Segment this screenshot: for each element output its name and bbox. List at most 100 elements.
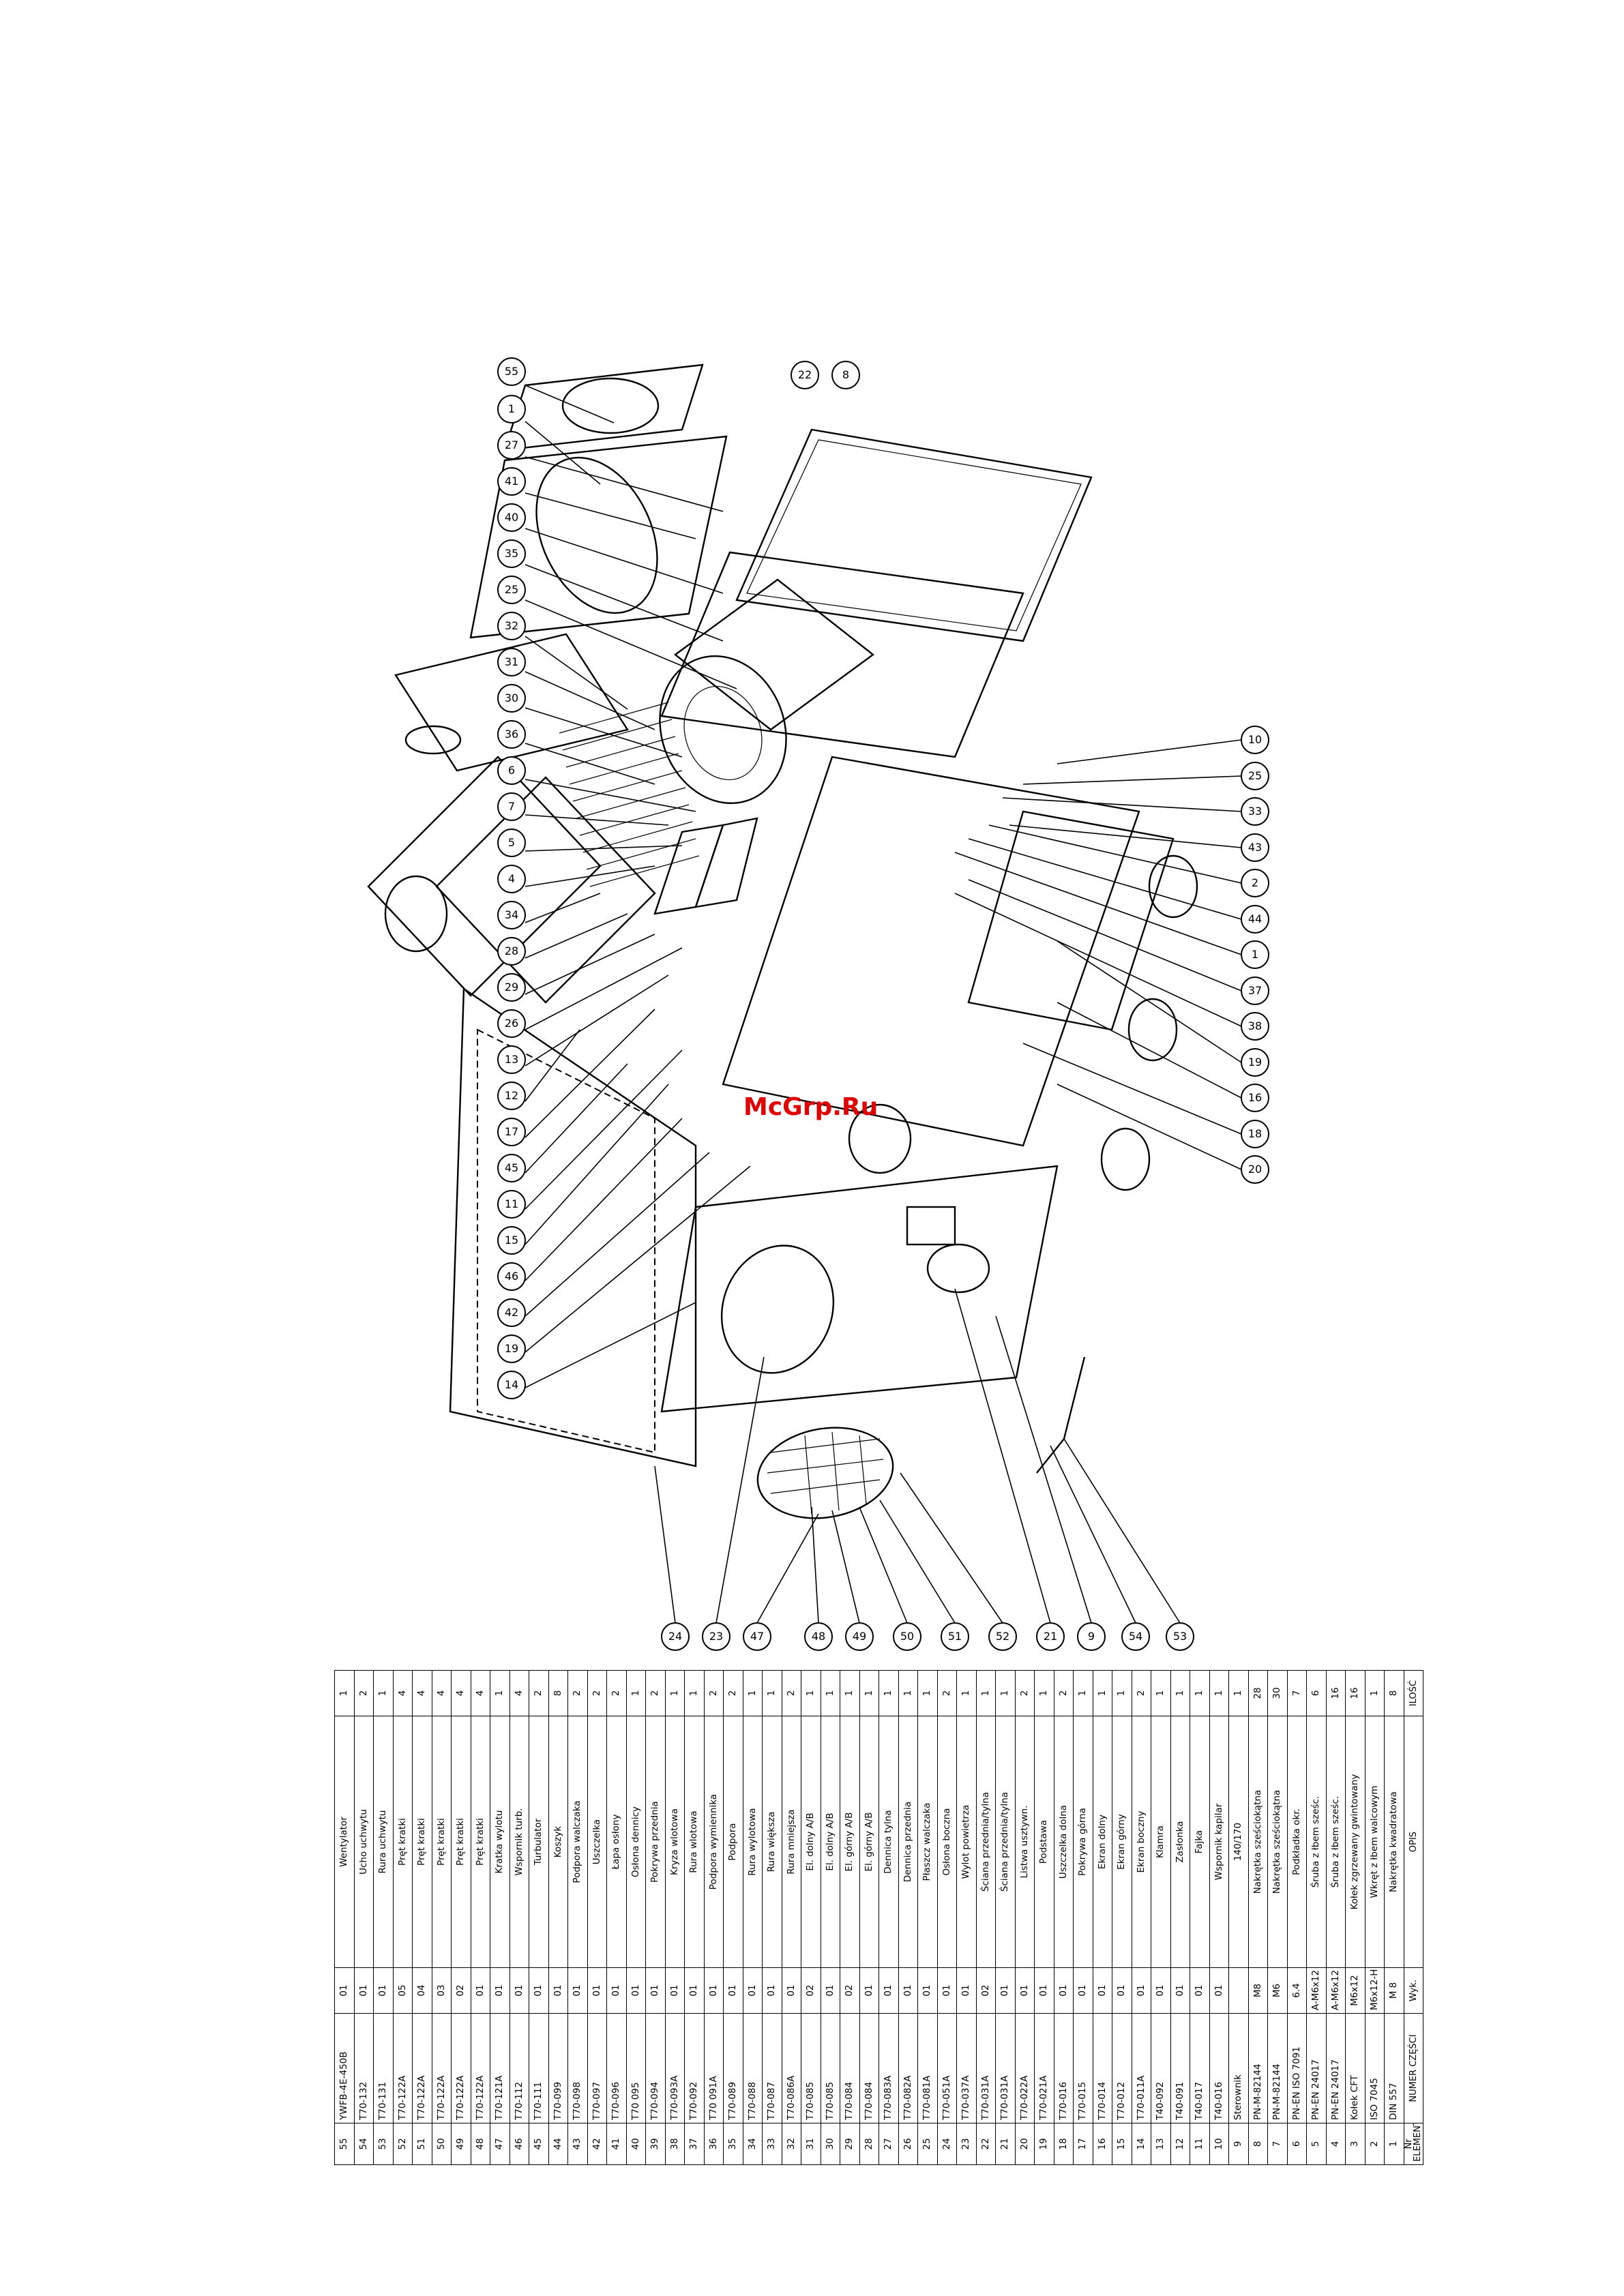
- svg-text:34: 34: [505, 908, 518, 921]
- cell-nr: 16: [1093, 2123, 1112, 2165]
- cell-nr: 6: [1287, 2123, 1307, 2165]
- cell-ilosc: 1: [762, 1670, 782, 1716]
- drum-shell: [674, 578, 874, 731]
- cell-numer: T70-093A: [665, 2013, 685, 2123]
- callout: 43: [1241, 833, 1269, 862]
- svg-text:46: 46: [505, 1270, 518, 1283]
- cell-opis: Wspornik kapilar: [1209, 1716, 1229, 1968]
- cell-ilosc: 1: [665, 1670, 685, 1716]
- cell-opis: Wkręt z łbem walcowym: [1365, 1716, 1385, 1968]
- cell-wyk: 01: [1209, 1967, 1229, 2014]
- drum-front: [659, 655, 787, 805]
- svg-text:2: 2: [1252, 876, 1258, 889]
- cell-nr: 22: [976, 2123, 996, 2165]
- cell-numer: T70-132: [354, 2013, 374, 2123]
- cell-ilosc: 6: [1306, 1670, 1326, 1716]
- svg-text:25: 25: [1248, 769, 1262, 782]
- cell-numer: T70-084: [840, 2013, 859, 2123]
- svg-text:22: 22: [798, 368, 812, 381]
- callout: 19: [1241, 1048, 1269, 1077]
- callout: 12: [497, 1082, 526, 1110]
- cell-numer: YWFB-4E-450B: [334, 2013, 354, 2123]
- callout: 45: [497, 1154, 526, 1182]
- cell-ilosc: 2: [645, 1670, 665, 1716]
- cell-opis: Pręt kratki: [451, 1716, 471, 1968]
- header-nr: Nr ELEMENTU: [1404, 2123, 1423, 2165]
- cell-opis: Pokrywa górna: [1073, 1716, 1093, 1968]
- cell-numer: T70-094: [645, 2013, 665, 2123]
- base-panel: [722, 756, 1140, 1147]
- cell-ilosc: 1: [1034, 1670, 1054, 1716]
- grill-bars: [767, 1431, 884, 1515]
- callout: 23: [702, 1622, 730, 1651]
- outlet-grill: [756, 1427, 894, 1519]
- cell-ilosc: 1: [490, 1670, 510, 1716]
- cell-ilosc: 1: [1170, 1670, 1190, 1716]
- callout: 11: [497, 1190, 526, 1219]
- top-cover-hole: [384, 875, 448, 953]
- cell-opis: Ściana przednia/tylna: [995, 1716, 1015, 1968]
- callout: 46: [497, 1262, 526, 1291]
- cell-opis: Pręt kratki: [393, 1716, 413, 1968]
- cell-numer: T70-096: [606, 2013, 626, 2123]
- svg-text:50: 50: [900, 1630, 914, 1643]
- svg-text:30: 30: [505, 691, 518, 704]
- header-numer: NUMER CZĘŚCI: [1404, 2013, 1423, 2123]
- cell-opis: Pokrywa przednia: [645, 1716, 665, 1968]
- cell-opis: Ściana przednia/tylna: [976, 1716, 996, 1968]
- cell-ilosc: 1: [1073, 1670, 1093, 1716]
- cell-opis: Podpora: [723, 1716, 743, 1968]
- cell-ilosc: 1: [859, 1670, 879, 1716]
- cell-opis: El. górny A/B: [840, 1716, 859, 1968]
- cell-nr: 40: [626, 2123, 646, 2165]
- cell-numer: T70-087: [762, 2013, 782, 2123]
- top-cover-upper: [394, 633, 629, 772]
- cell-wyk: 01: [587, 1967, 607, 2014]
- cell-ilosc: 30: [1267, 1670, 1287, 1716]
- cell-opis: Ekran dolny: [1093, 1716, 1112, 1968]
- cell-opis: Zasłonka: [1170, 1716, 1190, 1968]
- side-panel-long: [477, 1028, 655, 1454]
- rear-dennica: [535, 456, 658, 614]
- cell-wyk: 01: [567, 1967, 587, 2014]
- svg-text:42: 42: [505, 1306, 518, 1319]
- callouts-top-right: 22 8: [791, 361, 860, 389]
- cell-nr: 43: [567, 2123, 587, 2165]
- cell-ilosc: 2: [937, 1670, 957, 1716]
- header-opis: OPIS: [1404, 1716, 1423, 1968]
- cell-ilosc: 2: [704, 1670, 724, 1716]
- drum-front-inner: [683, 685, 763, 781]
- svg-text:6: 6: [508, 764, 515, 777]
- cell-nr: 53: [373, 2123, 393, 2165]
- cell-ilosc: 16: [1345, 1670, 1365, 1716]
- cell-wyk: 01: [723, 1967, 743, 2014]
- cell-ilosc: 1: [995, 1670, 1015, 1716]
- leader-lines: [525, 385, 1242, 1624]
- cell-opis: Nakrętka sześciokątna: [1267, 1716, 1287, 1968]
- watermark-text: McGrp.Ru: [743, 1093, 879, 1121]
- svg-text:53: 53: [1173, 1630, 1187, 1643]
- outlet-tube: [404, 725, 462, 755]
- cell-wyk: 01: [1112, 1967, 1132, 2014]
- cell-opis: Pręt kratki: [412, 1716, 432, 1968]
- svg-text:10: 10: [1248, 733, 1262, 746]
- cell-opis: El. dolny A/B: [821, 1716, 840, 1968]
- cell-ilosc: 2: [1132, 1670, 1151, 1716]
